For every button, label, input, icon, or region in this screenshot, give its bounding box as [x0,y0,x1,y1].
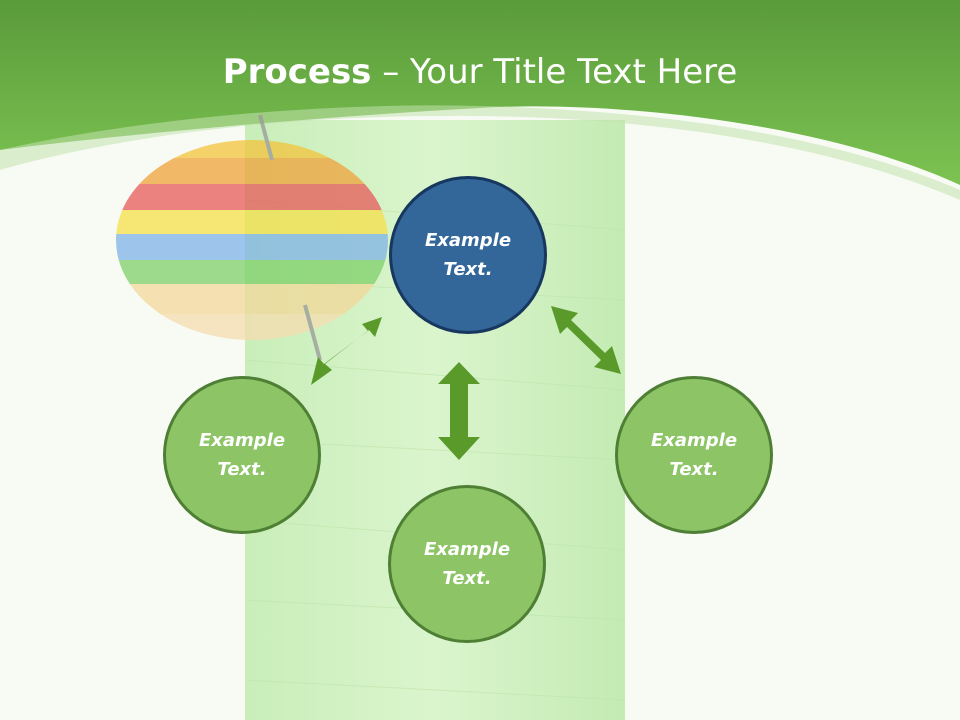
title-rest: – Your Title Text Here [371,52,738,92]
header-band [0,0,960,185]
title-bold: Process [222,52,372,92]
header-swoosh [0,105,960,200]
process-node-right: Example Text. [615,376,773,534]
process-node-bottom: Example Text. [388,485,546,643]
process-node-top: Example Text. [389,176,547,334]
page-title: Process – Your Title Text Here [0,52,960,92]
process-node-left: Example Text. [163,376,321,534]
